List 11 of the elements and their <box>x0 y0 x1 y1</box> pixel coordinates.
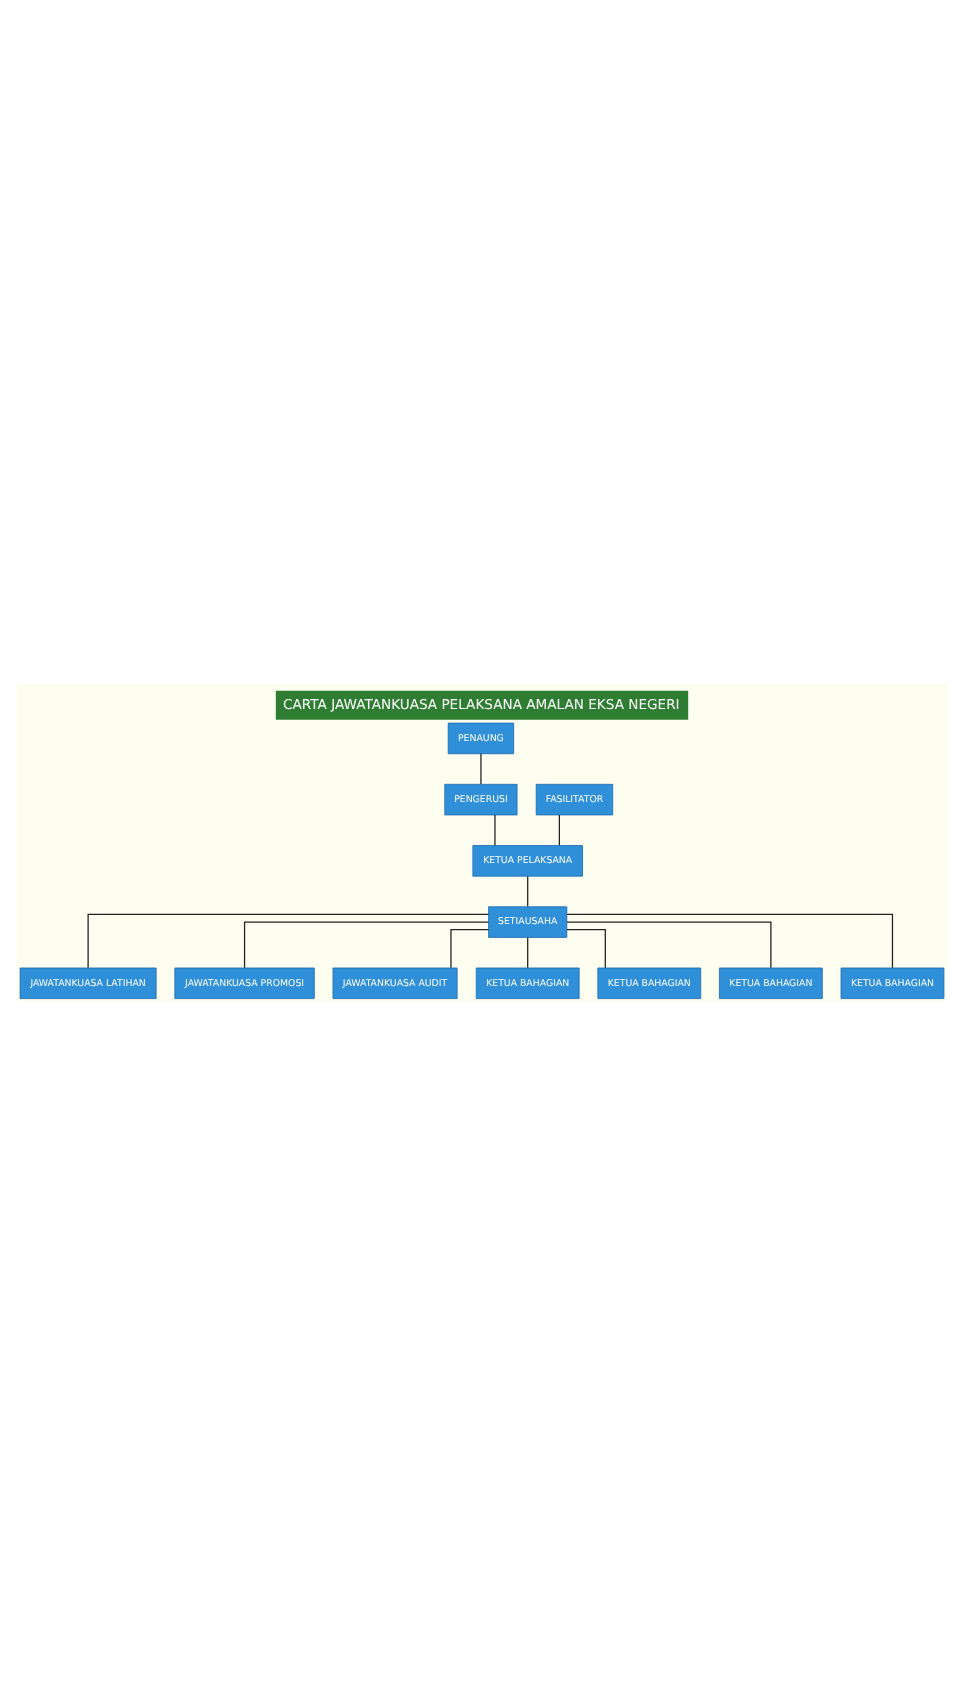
connector <box>566 929 606 969</box>
connector <box>480 753 482 785</box>
connector <box>87 913 489 969</box>
connector <box>243 921 489 969</box>
connector <box>558 814 560 846</box>
connector <box>450 929 490 969</box>
connector <box>527 936 529 969</box>
connector <box>494 814 496 846</box>
connector <box>566 921 772 969</box>
connector <box>527 875 529 908</box>
connector <box>566 913 894 969</box>
